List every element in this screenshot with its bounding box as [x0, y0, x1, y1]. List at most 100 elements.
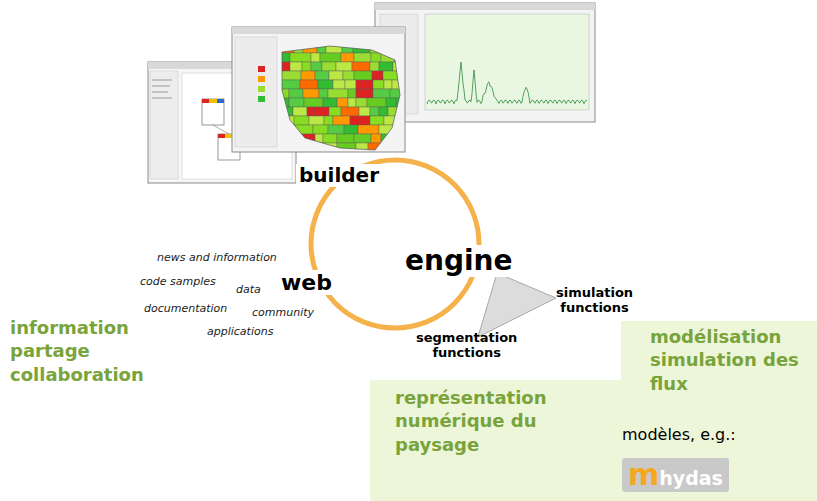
map-parcel: [388, 143, 397, 152]
map-parcel: [383, 71, 403, 80]
map-parcel: [318, 80, 333, 89]
web-item: code samples: [140, 276, 216, 289]
map-parcel: [280, 71, 301, 80]
theme-label: information partage collaboration: [10, 316, 160, 386]
map-window-part: [232, 27, 405, 34]
builder-window-part: [150, 71, 178, 179]
map-parcel: [393, 134, 414, 143]
map-parcel: [298, 143, 309, 152]
map-parcel: [396, 125, 414, 134]
map-parcel: [358, 125, 379, 134]
map-parcel: [337, 134, 354, 143]
map-parcel: [384, 44, 401, 53]
builder-block-part: [209, 99, 217, 103]
map-parcel: [397, 143, 411, 152]
map-parcel: [329, 71, 343, 80]
function-label: simulation functions: [556, 286, 633, 316]
map-parcel: [373, 80, 384, 89]
panel-heading: modélisation simulation des flux: [650, 325, 810, 395]
map-parcel: [356, 143, 368, 152]
map-parcel: [367, 98, 386, 107]
map-parcel: [301, 71, 315, 80]
map-window: [232, 27, 418, 152]
map-parcel: [302, 62, 311, 71]
map-parcel: [309, 116, 324, 125]
map-parcel: [293, 107, 307, 116]
map-parcel: [342, 44, 353, 53]
builder-window-part: [152, 92, 168, 93]
map-parcel: [370, 62, 379, 71]
map-parcel: [329, 107, 341, 116]
map-parcel: [398, 107, 406, 116]
function-triangle: [478, 273, 556, 337]
chart-window-part: [375, 3, 595, 10]
map-parcel: [368, 143, 388, 152]
map-parcel: [280, 116, 294, 125]
map-parcel: [379, 107, 388, 116]
map-parcel: [337, 143, 356, 152]
map-parcel: [345, 80, 356, 89]
map-window-part: [258, 76, 265, 82]
chart-window: [375, 3, 595, 122]
map-parcel: [348, 98, 356, 107]
map-parcel: [289, 89, 303, 98]
map-parcel: [393, 62, 401, 71]
map-parcel: [341, 107, 359, 116]
map-parcel: [401, 44, 416, 53]
map-parcel: [320, 53, 341, 62]
map-parcel: [337, 98, 348, 107]
map-parcel: [294, 116, 309, 125]
map-window-part: [258, 66, 265, 72]
map-parcel: [379, 125, 396, 134]
map-parcel: [371, 53, 381, 62]
map-parcel: [280, 107, 293, 116]
map-parcel: [371, 134, 381, 143]
map-parcel: [300, 80, 318, 89]
map-parcel: [322, 62, 336, 71]
map-window-part: [258, 96, 265, 102]
map-parcel: [350, 116, 370, 125]
map-parcel: [309, 143, 321, 152]
map-parcel: [280, 53, 290, 62]
ring-label: web: [278, 270, 335, 295]
map-parcel: [323, 134, 337, 143]
builder-block-part: [217, 99, 224, 103]
map-parcel: [280, 89, 289, 98]
map-parcel: [336, 62, 352, 71]
map-parcel: [348, 89, 356, 98]
builder-block-part: [202, 99, 224, 103]
function-label: segmentation functions: [416, 331, 517, 361]
web-item: community: [252, 307, 314, 320]
map-parcel: [381, 134, 393, 143]
map-parcels: [280, 44, 418, 152]
map-parcel: [307, 107, 315, 116]
map-parcel: [319, 89, 328, 98]
map-window-part: [232, 27, 405, 152]
map-parcel: [313, 125, 328, 134]
map-parcel: [359, 107, 370, 116]
map-parcel: [294, 125, 313, 134]
builder-window-part: [152, 80, 172, 81]
map-parcel: [352, 62, 370, 71]
map-parcel: [354, 71, 372, 80]
map-parcel: [395, 53, 410, 62]
map-parcel: [290, 53, 311, 62]
map-parcel: [326, 44, 342, 53]
map-parcel: [333, 116, 350, 125]
panel-heading: mhydas: [628, 460, 723, 490]
map-parcel: [280, 125, 294, 134]
map-parcel: [401, 62, 418, 71]
map-parcel: [372, 71, 383, 80]
map-parcel: [343, 71, 354, 80]
map-window-part: [235, 37, 277, 147]
ring-label: engine: [402, 245, 516, 277]
web-item: documentation: [144, 303, 227, 316]
map-parcel: [280, 62, 290, 71]
map-parcel: [384, 80, 392, 89]
map-parcel: [311, 53, 320, 62]
map-parcel: [290, 62, 302, 71]
map-parcel: [289, 98, 304, 107]
map-parcel: [303, 89, 319, 98]
web-item: applications: [207, 326, 273, 339]
map-parcel: [381, 53, 395, 62]
